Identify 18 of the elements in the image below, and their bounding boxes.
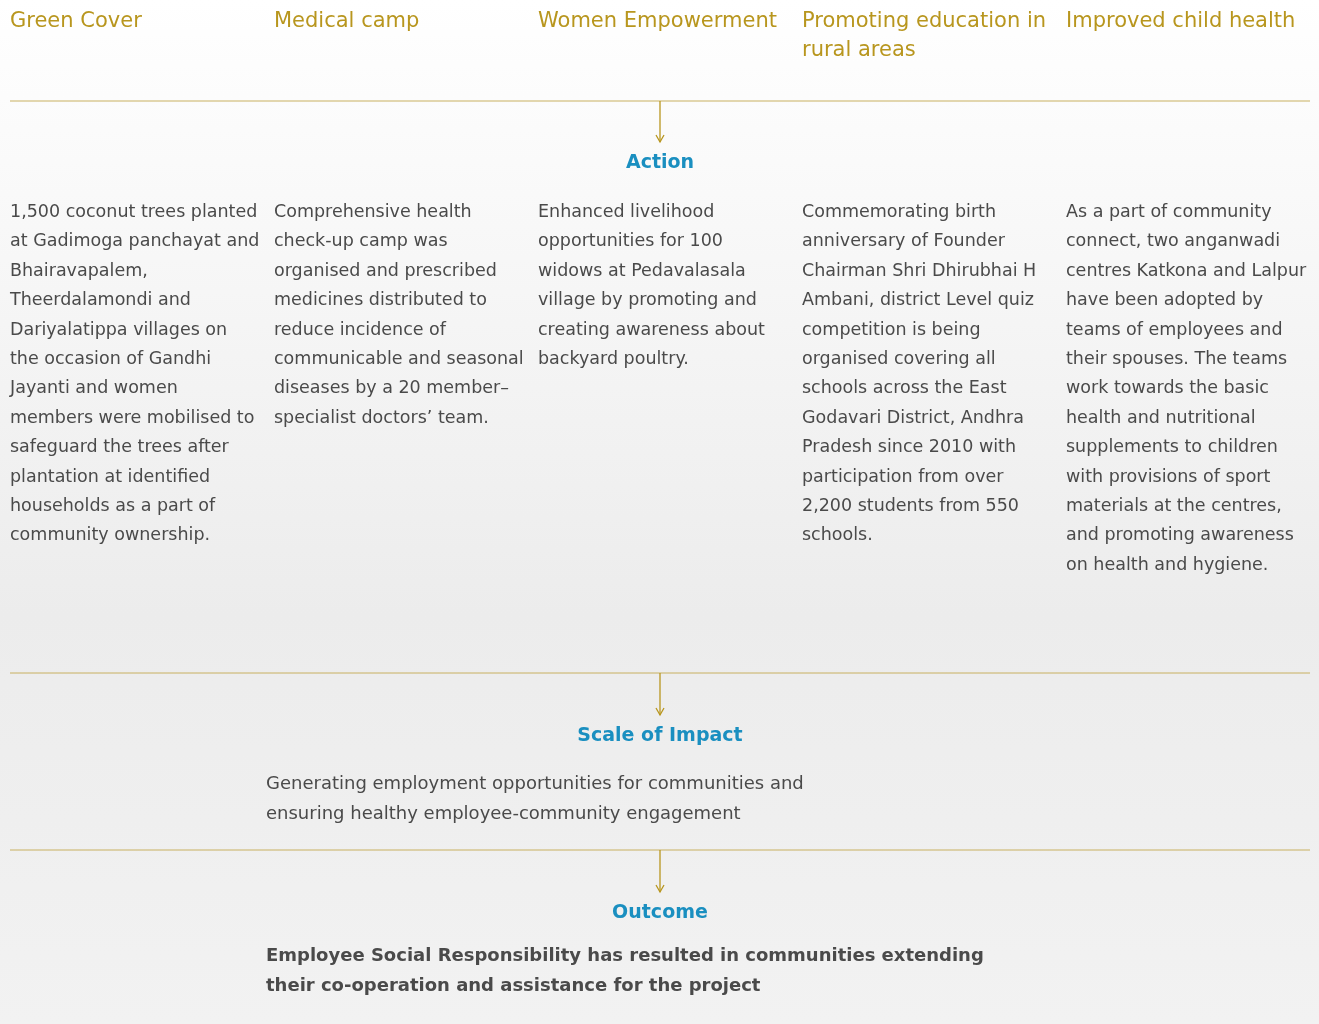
section-heading: Action bbox=[560, 150, 760, 172]
column-heading: Promoting education in rural areas bbox=[802, 7, 1048, 63]
outcome-text: Employee Social Responsibility has resulted in communities extending their co-operation and assistance for the project bbox=[266, 943, 985, 997]
column-heading: Women Empowerment bbox=[538, 7, 778, 34]
impact-text: Generating employment opportunities for communities and ensuring healthy employee-community engagement bbox=[266, 771, 805, 825]
column-heading: Green Cover bbox=[10, 7, 143, 34]
arrow bbox=[655, 672, 665, 716]
arrow bbox=[655, 100, 665, 143]
column-heading: Medical camp bbox=[274, 7, 421, 34]
description-text: 1,500 coconut trees planted at Gadimoga panchayat and Bhairavapalem, Theerdalamondi and Dariyalatippa villages on the occasion of Gandhi Jayanti and women members were mobilised to safeguard the trees after plantation at identified households as a part of community ownership. bbox=[10, 200, 260, 547]
section-heading: Scale of Impact bbox=[560, 723, 760, 745]
column-heading: Improved child health bbox=[1066, 7, 1297, 34]
description-text: Comprehensive health check-up camp was organised and prescribed medicines distributed to reduce incidence of communicable and seasonal diseases by a 20 member–specialist doctors’ team. bbox=[274, 200, 524, 429]
description-text: Commemorating birth anniversary of Founder Chairman Shri Dhirubhai H Ambani, district Level quiz competition is being organised covering all schools across the East Godavari District, Andhra Pradesh since 2010 with participation from over 2,200 students from 550 schools. bbox=[802, 200, 1038, 547]
arrow bbox=[655, 849, 665, 893]
section-heading: Outcome bbox=[560, 900, 760, 922]
description-text: Enhanced livelihood opportunities for 100 widows at Pedavalasala village by promoting and creating awareness about backyard poultry. bbox=[538, 200, 766, 371]
description-text: As a part of community connect, two anganwadi centres Katkona and Lalpur have been adopted by teams of employees and their spouses. The teams work towards the basic health and nutritional supplements to children with provisions of sport materials at the centres, and promoting awareness on health and hygiene. bbox=[1066, 200, 1308, 576]
